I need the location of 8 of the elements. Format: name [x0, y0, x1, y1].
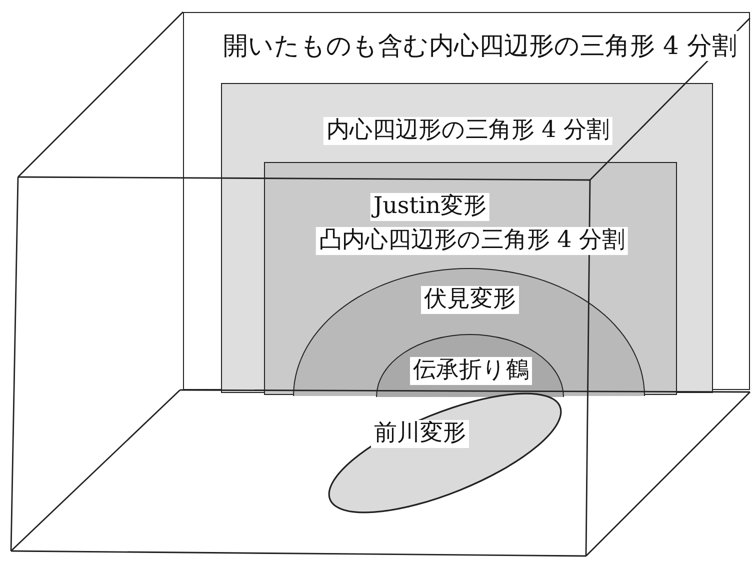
set-label: Justin変形	[370, 193, 490, 221]
set-label: 前川変形	[371, 420, 469, 448]
set-ellipse	[328, 392, 562, 514]
set-label: 凸内心四辺形の三角形 4 分割	[316, 227, 628, 255]
set-label: 内心四辺形の三角形 4 分割	[323, 117, 613, 145]
set-label: 伝承折り鶴	[410, 357, 532, 385]
set-panel	[264, 162, 677, 395]
set-label: 伏見変形	[421, 286, 519, 314]
